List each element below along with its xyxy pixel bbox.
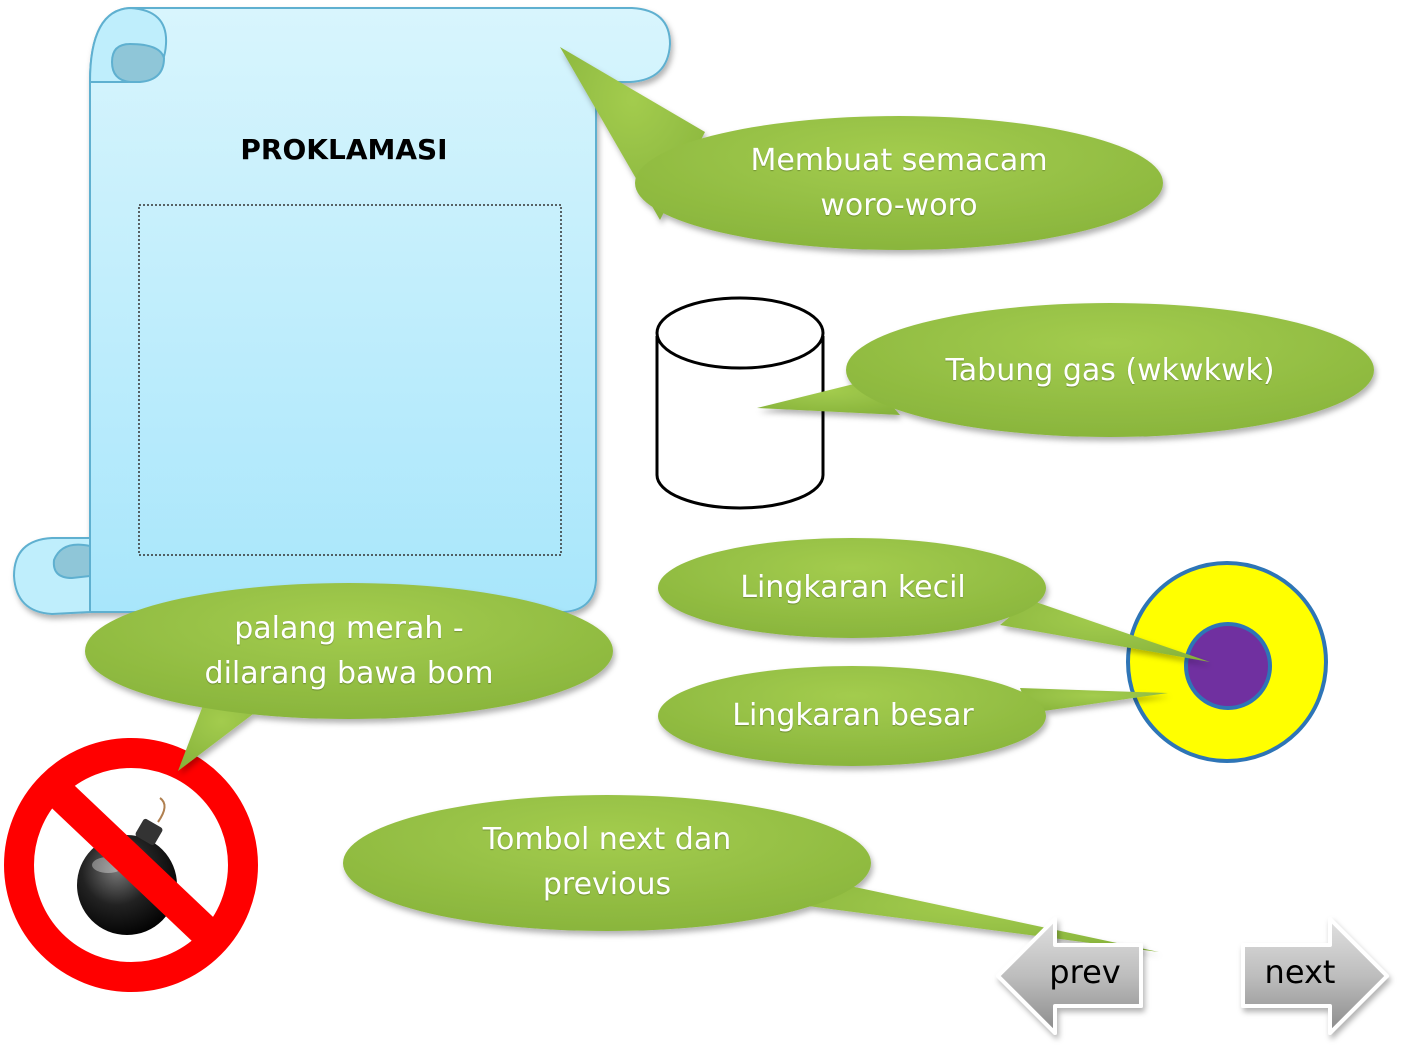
callout-announcement <box>560 47 1163 250</box>
callout-big-circle <box>658 666 1168 766</box>
callout-line: Lingkaran kecil <box>740 570 966 605</box>
callout-announcement-text: Membuat semacam woro-woro <box>699 138 1099 228</box>
callout-big-circle-text: Lingkaran besar <box>693 693 1013 738</box>
prev-button[interactable]: prev <box>1049 953 1121 991</box>
callout-no-bomb-text: palang merah - dilarang bawa bom <box>149 606 549 696</box>
scroll-title: PROKLAMASI <box>240 133 448 166</box>
callout-gas-tank-text: Tabung gas (wkwkwk) <box>910 348 1310 393</box>
callout-no-bomb <box>85 583 613 771</box>
prev-arrow-shape[interactable] <box>996 917 1143 1035</box>
callout-line: woro-woro <box>820 188 978 223</box>
callout-small-circle <box>658 538 1210 662</box>
callout-line: palang merah - <box>234 611 464 646</box>
callout-line: Membuat semacam <box>750 143 1048 178</box>
callout-line: Tabung gas (wkwkwk) <box>945 353 1275 388</box>
callout-line: Tombol next dan <box>482 822 732 857</box>
proclamation-scroll <box>12 6 672 616</box>
no-bomb-sign <box>4 738 258 992</box>
gas-cylinder <box>655 296 825 510</box>
concentric-circles <box>1126 561 1328 763</box>
next-button[interactable]: next <box>1264 953 1336 991</box>
callout-nav-buttons <box>343 795 1159 952</box>
callout-nav-buttons-text: Tombol next dan previous <box>407 817 807 907</box>
callout-small-circle-text: Lingkaran kecil <box>693 565 1013 610</box>
next-arrow-shape[interactable] <box>1241 917 1389 1035</box>
callout-line: previous <box>542 867 672 902</box>
callout-line: Lingkaran besar <box>732 698 974 733</box>
callout-line: dilarang bawa bom <box>204 656 494 691</box>
callout-gas-tank <box>757 303 1374 437</box>
